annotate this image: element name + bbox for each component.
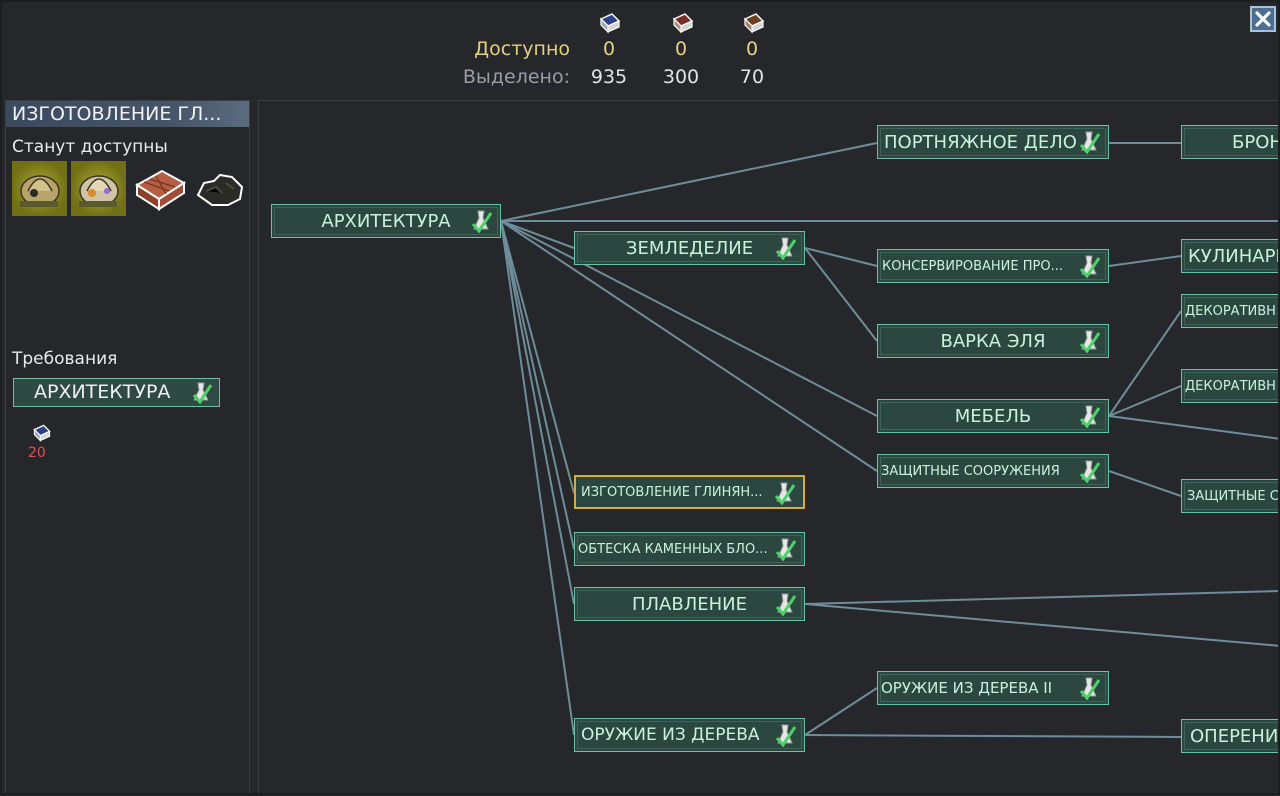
coal-icon[interactable] (192, 161, 247, 216)
tech-node-label: ЗЕМЛЕДЕЛИЕ (625, 237, 754, 259)
kiln-building-icon[interactable] (12, 161, 67, 216)
tech-node-tailoring[interactable]: ПОРТНЯЖНОЕ ДЕЛО (877, 125, 1109, 159)
red-research-pack-icon (672, 13, 694, 34)
close-icon (1255, 11, 1271, 27)
tech-node-preserving[interactable]: КОНСЕРВИРОВАНИЕ ПРО... (877, 249, 1109, 283)
tech-node-label: ИЗГОТОВЛЕНИЕ ГЛИНЯН... (581, 484, 763, 500)
tech-node-label: КОНСЕРВИРОВАНИЕ ПРО... (882, 258, 1063, 274)
allocated-label: Выделено: (462, 66, 570, 88)
tech-node-label: ВАРКА ЭЛЯ (940, 330, 1046, 352)
clay-brick-icon[interactable] (132, 161, 187, 216)
researched-check-flask-icon (775, 538, 797, 561)
requirement-label: АРХИТЕКТУРА (34, 381, 171, 403)
researched-check-flask-icon (1079, 677, 1101, 700)
researched-check-flask-icon (1079, 131, 1101, 154)
tech-node-brewing[interactable]: ВАРКА ЭЛЯ (877, 324, 1109, 358)
tech-node-label: ОПЕРЕНИ (1190, 725, 1279, 747)
blue-research-pack-icon (33, 424, 51, 442)
tech-node-label: ОБТЕСКА КАМЕННЫХ БЛО... (578, 541, 768, 557)
tech-node-wood-weapons[interactable]: ОРУЖИЕ ИЗ ДЕРЕВА (574, 718, 805, 752)
available-value: 0 (674, 38, 688, 60)
tech-node-label: ПЛАВЛЕНИЕ (631, 593, 747, 615)
allocated-value: 300 (662, 66, 700, 88)
tech-tree-panel[interactable]: АРХИТЕКТУРА ПОРТНЯЖНОЕ ДЕЛО БРОН ЗЕМЛЕДЕ… (258, 100, 1280, 795)
tech-node-label: ОРУЖИЕ ИЗ ДЕРЕВА II (881, 679, 1053, 697)
tech-node-label: БРОН (1232, 131, 1280, 153)
allocated-value: 935 (590, 66, 628, 88)
tech-node-furniture[interactable]: МЕБЕЛЬ (877, 399, 1109, 433)
tech-node-masonry[interactable]: ОБТЕСКА КАМЕННЫХ БЛО... (574, 532, 805, 566)
tech-node-farming[interactable]: ЗЕМЛЕДЕЛИЕ (574, 231, 805, 265)
tech-node-defenses-2[interactable]: ЗАЩИТНЫЕ С (1181, 479, 1280, 513)
tree-connection-lines (500, 142, 1280, 738)
tech-node-wood-weapons-2[interactable]: ОРУЖИЕ ИЗ ДЕРЕВА II (877, 671, 1109, 705)
researched-check-flask-icon (775, 724, 797, 747)
available-value: 0 (745, 38, 759, 60)
requirement-architecture[interactable]: АРХИТЕКТУРА (13, 378, 220, 407)
tech-node-smelting[interactable]: ПЛАВЛЕНИЕ (574, 587, 805, 621)
tech-node-defenses[interactable]: ЗАЩИТНЫЕ СООРУЖЕНИЯ (877, 454, 1109, 488)
tech-node-culinary[interactable]: КУЛИНАРН (1181, 239, 1280, 273)
tech-node-label: ОРУЖИЕ ИЗ ДЕРЕВА (581, 725, 760, 745)
tech-node-bronze[interactable]: БРОН (1181, 125, 1280, 159)
tech-node-pottery-selected[interactable]: ИЗГОТОВЛЕНИЕ ГЛИНЯН... (574, 475, 805, 509)
brown-research-pack-icon (743, 13, 765, 34)
tech-node-decor-1[interactable]: ДЕКОРАТИВН (1181, 294, 1280, 328)
selected-research-title: ИЗГОТОВЛЕНИЕ ГЛ... (6, 101, 249, 127)
tech-node-label: ЗАЩИТНЫЕ С (1187, 488, 1279, 504)
researched-check-flask-icon (1079, 405, 1101, 428)
allocated-value: 70 (739, 66, 765, 88)
available-value: 0 (602, 38, 616, 60)
tech-node-architecture[interactable]: АРХИТЕКТУРА (271, 204, 501, 238)
tech-node-label: ДЕКОРАТИВН (1185, 303, 1276, 319)
tech-node-label: ДЕКОРАТИВН (1185, 378, 1276, 394)
tech-node-fletching[interactable]: ОПЕРЕНИ (1181, 719, 1280, 753)
researched-check-flask-icon (1079, 330, 1101, 353)
tech-node-label: ЗАЩИТНЫЕ СООРУЖЕНИЯ (881, 463, 1060, 479)
tech-node-decor-2[interactable]: ДЕКОРАТИВН (1181, 369, 1280, 403)
blue-research-pack-icon (599, 13, 621, 34)
researched-check-flask-icon (775, 237, 797, 260)
researched-check-flask-icon (471, 210, 493, 233)
unlocks-label: Станут доступны (12, 137, 168, 157)
requirement-cost-value: 20 (28, 445, 46, 461)
research-details-panel: ИЗГОТОВЛЕНИЕ ГЛ... Станут доступны Требо… (5, 100, 250, 795)
researched-check-flask-icon (775, 593, 797, 616)
researched-check-flask-icon (774, 482, 796, 505)
tech-node-label: КУЛИНАРН (1188, 245, 1280, 267)
tech-node-label: МЕБЕЛЬ (954, 405, 1032, 427)
researched-check-flask-icon (1079, 255, 1101, 278)
researched-check-flask-icon (1079, 460, 1101, 483)
requirements-label: Требования (12, 349, 118, 369)
tech-node-label: ПОРТНЯЖНОЕ ДЕЛО (884, 131, 1077, 153)
available-label: Доступно (474, 38, 570, 60)
close-button[interactable] (1250, 6, 1276, 32)
researched-check-flask-icon (192, 382, 213, 405)
kiln-building-lit-icon[interactable] (71, 161, 126, 216)
tech-node-label: АРХИТЕКТУРА (321, 210, 451, 232)
